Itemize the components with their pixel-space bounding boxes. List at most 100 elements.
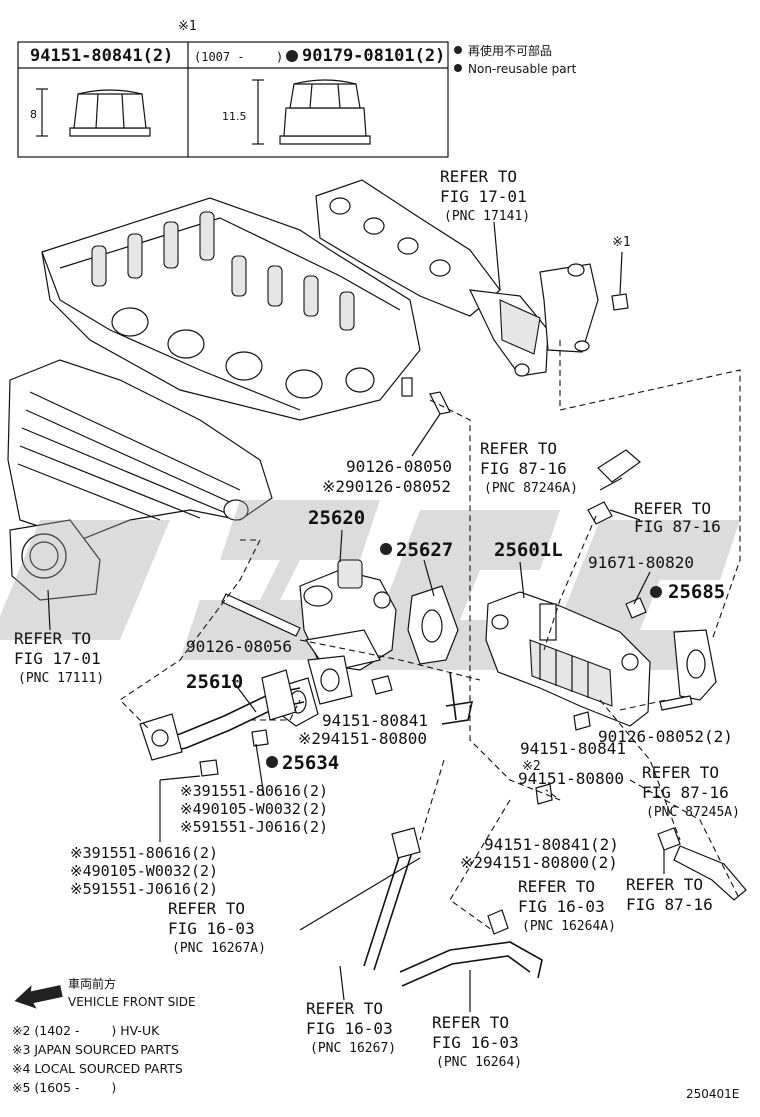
refer-87-16-b-line2: FIG 87-16 xyxy=(626,895,713,914)
refer-exhaust-manifold[interactable]: REFER TO FIG 17-01 (PNC 17141) xyxy=(440,167,530,224)
callout-nut-c-text: 94151-80841(2) xyxy=(484,835,619,854)
egr-cooler-drawing xyxy=(485,591,651,727)
refer-hose-87246a[interactable]: REFER TO FIG 87-16 (PNC 87246A) xyxy=(480,439,578,496)
callout-bolt-set-b-2: ※490105-W0032(2) xyxy=(70,862,218,880)
callout-bolt-set-b-3: ※591551-J0616(2) xyxy=(70,880,218,898)
callout-stud-a-text: 90126-08050 xyxy=(346,457,452,476)
figure-id: 250401E xyxy=(686,1087,739,1101)
front-indicator: 車両前方 VEHICLE FRONT SIDE xyxy=(14,976,196,1009)
refer-87246a-line1: REFER TO xyxy=(480,439,557,458)
gasket-plate-drawing xyxy=(307,655,353,705)
refer-pipe-16267[interactable]: REFER TO FIG 16-03 (PNC 16267) xyxy=(306,999,396,1056)
refer-87-16-b-line1: REFER TO xyxy=(626,875,703,894)
refer-intake-line2: FIG 17-01 xyxy=(14,649,101,668)
refer-intake-manifold[interactable]: REFER TO FIG 17-01 (PNC 17111) xyxy=(14,629,104,686)
refer-16267-line2: FIG 16-03 xyxy=(306,1019,393,1038)
refer-16264-line3: (PNC 16264) xyxy=(436,1055,522,1070)
cylinder-head-cams xyxy=(91,211,355,331)
refer-intake-line1: REFER TO xyxy=(14,629,91,648)
callout-stud-a[interactable]: 90126-08050 ※290126-08052 xyxy=(322,457,452,496)
hose-87245a-drawing xyxy=(657,827,747,901)
stud-90126-08052-drawing xyxy=(659,695,693,711)
refer-87245a-line3: (PNC 87245A) xyxy=(646,805,740,820)
gasket-25627-drawing xyxy=(407,585,459,665)
intake-manifold-drawing xyxy=(7,359,273,601)
callout-nut-b-alt2-text: 94151-80800 xyxy=(518,769,624,788)
refer-87246a-line2: FIG 87-16 xyxy=(480,459,567,478)
refer-87245a-line2: FIG 87-16 xyxy=(642,783,729,802)
refer-clamp-line2: FIG 87-16 xyxy=(634,517,721,536)
callout-nut-c[interactable]: 94151-80841(2) ※294151-80800(2) xyxy=(460,835,619,872)
callout-gasket-a[interactable]: 25627 xyxy=(380,539,453,561)
callout-gasket-c[interactable]: 25634 xyxy=(266,752,339,774)
flange-nut-small-icon xyxy=(36,88,151,137)
callout-nut-b[interactable]: 94151-80841 ※2 94151-80800 xyxy=(518,739,626,788)
callout-nut-b-text: 94151-80841 xyxy=(520,739,626,758)
footnote-2: ※2 (1402 - ) HV-UK xyxy=(12,1023,160,1038)
header-left-part: 94151-80841(2) xyxy=(30,46,173,66)
refer-pipe-16267a[interactable]: REFER TO FIG 16-03 (PNC 16267A) xyxy=(168,899,266,956)
callout-stud-c[interactable]: 90126-08052(2) xyxy=(598,727,733,746)
header-right-part: 90179-08101(2) xyxy=(302,46,445,66)
header-note-ref: ※1 xyxy=(178,19,197,34)
water-pipe-16267-drawing xyxy=(363,671,474,971)
refer-16267a-line3: (PNC 16267A) xyxy=(172,941,266,956)
arrow-left-icon xyxy=(14,985,63,1009)
callout-gasket-c-text: 25634 xyxy=(282,752,339,774)
nut-cooler-b-drawing xyxy=(535,783,553,805)
nonreusable-marker-icon xyxy=(650,586,662,598)
exhaust-manifold-drawing xyxy=(315,179,599,377)
hose-87246a-drawing xyxy=(587,449,641,525)
refer-clamp-87-16[interactable]: REFER TO FIG 87-16 xyxy=(634,499,721,536)
nut-note1-drawing xyxy=(611,293,629,311)
stud-90126-08050-drawing xyxy=(429,391,451,415)
callout-egr-cooler[interactable]: 25601L xyxy=(494,539,563,561)
refer-hose-87-16-b[interactable]: REFER TO FIG 87-16 xyxy=(626,875,713,914)
refer-16264a-line1: REFER TO xyxy=(518,877,595,896)
cylinder-head-drawing xyxy=(41,197,421,421)
cylinder-head-ports xyxy=(111,307,375,399)
legend-jp: 再使用不可部品 xyxy=(468,43,552,58)
legend-dot-en-icon xyxy=(454,64,462,72)
callout-bolt-set-a-3: ※591551-J0616(2) xyxy=(180,818,328,836)
callout-nut-b-alt-text: ※2 xyxy=(522,759,541,774)
footnotes: ※2 (1402 - ) HV-UK ※3 JAPAN SOURCED PART… xyxy=(12,1023,183,1095)
refer-87246a-line3: (PNC 87246A) xyxy=(484,481,578,496)
callout-egr-valve[interactable]: 25620 xyxy=(308,507,365,529)
footnote-3: ※3 JAPAN SOURCED PARTS xyxy=(12,1042,179,1057)
refer-16264-line2: FIG 16-03 xyxy=(432,1033,519,1052)
callout-bolt-set-b-1: ※391551-80616(2) xyxy=(70,844,218,862)
nonreusable-marker-icon xyxy=(286,50,298,62)
refer-hose-87245a[interactable]: REFER TO FIG 87-16 (PNC 87245A) xyxy=(642,763,740,820)
leader-lines xyxy=(47,221,665,1012)
footnote-4: ※4 LOCAL SOURCED PARTS xyxy=(12,1061,183,1076)
bolt-91671-80820-drawing xyxy=(625,586,662,619)
callout-nut-c-alt-text: ※294151-80800(2) xyxy=(460,853,618,872)
callout-stud-b[interactable]: 90126-08056 xyxy=(186,637,292,656)
callout-gasket-a-text: 25627 xyxy=(396,539,453,561)
refer-pipe-16264a[interactable]: REFER TO FIG 16-03 (PNC 16264A) xyxy=(518,877,616,934)
refer-exhaust-line2: FIG 17-01 xyxy=(440,187,527,206)
bolt-25610-b-drawing xyxy=(199,759,219,777)
gasket-25685-drawing xyxy=(673,629,717,701)
legend-dot-jp-icon xyxy=(454,46,462,54)
refer-16264-line1: REFER TO xyxy=(432,1013,509,1032)
bolt-25610-a-drawing xyxy=(251,729,269,747)
refer-intake-line3: (PNC 17111) xyxy=(18,671,104,686)
header-dim-left: 8 xyxy=(30,108,37,121)
callout-gasket-b[interactable]: 25685 xyxy=(668,581,725,603)
water-pipe-16264-drawing xyxy=(399,909,543,987)
nut-cooler-a-drawing xyxy=(573,711,591,731)
dashed-lines xyxy=(119,340,741,931)
callout-bolt-cooler[interactable]: 91671-80820 xyxy=(588,553,694,572)
refer-pipe-16264[interactable]: REFER TO FIG 16-03 (PNC 16264) xyxy=(432,1013,522,1070)
callout-bolt-set-b[interactable]: ※391551-80616(2) ※490105-W0032(2) ※59155… xyxy=(70,844,218,898)
callout-bolt-set-a[interactable]: ※391551-80616(2) ※490105-W0032(2) ※59155… xyxy=(180,782,328,836)
legend-en: Non-reusable part xyxy=(468,62,577,76)
callout-nut-a[interactable]: 94151-80841 ※294151-80800 xyxy=(298,711,428,748)
refer-16267a-line2: FIG 16-03 xyxy=(168,919,255,938)
refer-16264a-line3: (PNC 16264A) xyxy=(522,919,616,934)
front-jp: 車両前方 xyxy=(68,976,116,991)
callout-egr-pipe[interactable]: 25610 xyxy=(186,671,243,693)
